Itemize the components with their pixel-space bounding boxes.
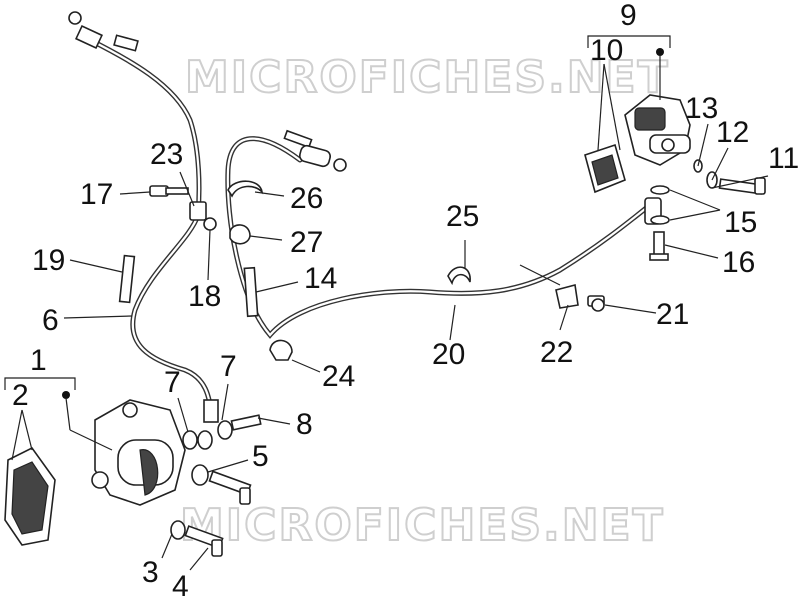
clip-25	[447, 266, 471, 286]
callout-14: 14	[304, 262, 337, 295]
watermark-top: MICROFICHES.NET	[185, 52, 670, 103]
bolt-upper-caliper	[208, 470, 252, 505]
washer-18	[203, 217, 217, 231]
callout-19: 19	[32, 244, 65, 277]
callout-5: 5	[252, 440, 269, 473]
callout-4: 4	[172, 570, 189, 600]
callout-26: 26	[290, 182, 323, 215]
brake-hose-front	[87, 37, 215, 423]
brake-caliper	[91, 399, 186, 506]
callout-16: 16	[722, 246, 755, 279]
hose-fitting-top-left	[68, 11, 139, 52]
brake-pump-assembly	[624, 94, 691, 166]
bracket-22	[555, 283, 579, 309]
bolt-4	[184, 525, 224, 557]
washer-15-upper	[650, 185, 670, 195]
bolt-8	[230, 414, 262, 431]
callout-15: 15	[724, 206, 757, 239]
group-bracket-9	[587, 35, 671, 56]
bolt-21	[587, 295, 605, 312]
bracket-23	[189, 201, 207, 221]
watermark-bottom: MICROFICHES.NET	[180, 500, 665, 551]
clamp-27	[229, 224, 251, 245]
callout-21: 21	[656, 298, 689, 331]
callout-25: 25	[446, 200, 479, 233]
washer-5	[191, 464, 209, 486]
washer-3	[170, 520, 186, 540]
bolt-11	[718, 177, 766, 195]
callout-24: 24	[322, 360, 355, 393]
callout-27: 27	[290, 226, 323, 259]
bolt-16	[649, 231, 669, 261]
callout-3: 3	[142, 556, 159, 589]
brake-pad-small	[584, 143, 626, 194]
callout-23: 23	[150, 138, 183, 171]
callout-12: 12	[716, 116, 749, 149]
callout-17: 17	[80, 178, 113, 211]
hose-fitting-lower	[203, 399, 219, 423]
callout-22: 22	[540, 336, 573, 369]
brake-pad-large	[4, 446, 56, 546]
screw-17	[149, 185, 189, 197]
sleeve-19	[118, 254, 136, 304]
callout-labels: 9 10 13 12 11 15 16 21 22 20 25 24 14 27…	[12, 0, 799, 600]
callout-10: 10	[590, 34, 623, 67]
callout-2: 2	[12, 379, 29, 412]
callout-18: 18	[188, 280, 221, 313]
leader-lines	[11, 56, 769, 571]
callout-20: 20	[432, 338, 465, 371]
sleeve-14	[243, 266, 259, 318]
callout-6: 6	[42, 304, 59, 337]
callout-7-left: 7	[164, 366, 181, 399]
brake-hose-rear	[225, 136, 653, 339]
clip-26	[227, 180, 264, 198]
callout-8: 8	[296, 408, 313, 441]
clip-24	[269, 339, 293, 361]
group-bracket-1	[4, 377, 76, 399]
hose-fitting-upper-middle	[283, 129, 347, 172]
callout-9: 9	[620, 0, 637, 32]
callout-13: 13	[685, 92, 718, 125]
callout-11: 11	[768, 142, 799, 175]
washers-7	[182, 420, 233, 450]
washer-15-lower	[650, 215, 670, 225]
callout-7-right: 7	[220, 350, 237, 383]
callout-1: 1	[30, 344, 47, 377]
